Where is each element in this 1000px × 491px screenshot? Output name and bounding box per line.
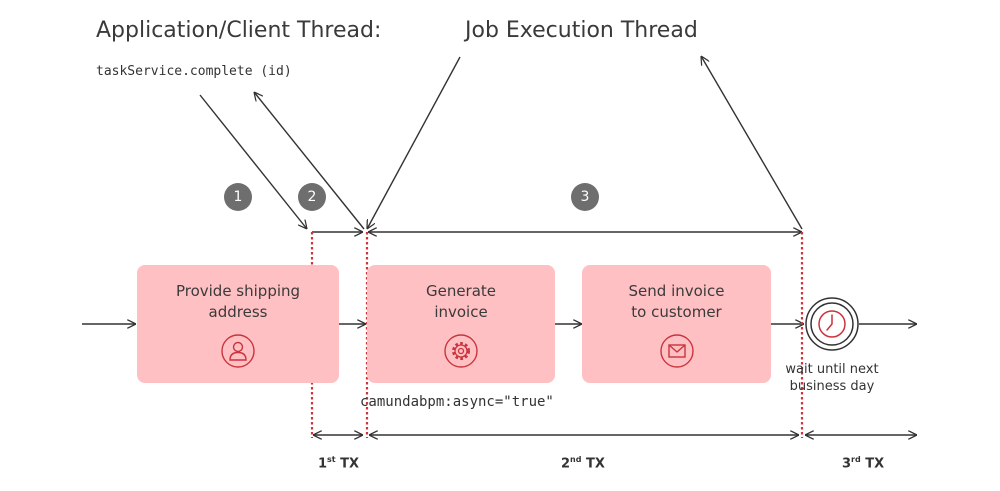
tx-number: 3 <box>842 456 852 472</box>
tx-ordinal: st <box>327 455 336 464</box>
client-call-arrow <box>199 94 307 229</box>
task-label: Generate invoice <box>425 282 497 321</box>
client-thread-title: Application/Client Thread: <box>96 18 382 43</box>
step-badge-1: 1 <box>224 183 252 211</box>
async-attribute-code: camundabpm:async="true" <box>360 394 554 410</box>
tx-suffix: TX <box>581 456 605 472</box>
task-provide-shipping-address[interactable]: Provide shipping address <box>137 265 339 383</box>
envelope-icon <box>659 334 694 368</box>
job-thread-title: Job Execution Thread <box>465 18 698 43</box>
step-badge-3: 3 <box>571 183 599 211</box>
job-start-arrow <box>367 56 461 229</box>
task-label: Provide shipping address <box>175 282 301 321</box>
task-send-invoice[interactable]: Send invoice to customer <box>582 265 771 383</box>
tx-ordinal: nd <box>570 455 582 464</box>
timer-event <box>805 297 859 351</box>
tx-label-3: 3rd TX <box>842 455 884 471</box>
tx-label-2: 2nd TX <box>561 455 605 471</box>
tx-number: 2 <box>561 456 571 472</box>
tx-suffix: TX <box>335 456 360 472</box>
tx-suffix: TX <box>860 456 885 472</box>
tx-number: 1 <box>318 456 328 472</box>
task-generate-invoice[interactable]: Generate invoice <box>367 265 555 383</box>
gear-icon <box>444 334 478 368</box>
job-return-arrow <box>701 56 803 230</box>
task-label: Send invoice to customer <box>628 282 725 321</box>
step-badge-2: 2 <box>298 183 326 211</box>
clock-icon <box>818 310 846 338</box>
tx-label-1: 1st TX <box>318 455 359 471</box>
timer-event-label: wait until next business day <box>785 362 879 394</box>
complete-call-code: taskService.complete (id) <box>96 64 292 79</box>
tx-ordinal: rd <box>851 455 861 464</box>
user-icon <box>221 334 255 368</box>
client-return-arrow <box>254 92 365 230</box>
